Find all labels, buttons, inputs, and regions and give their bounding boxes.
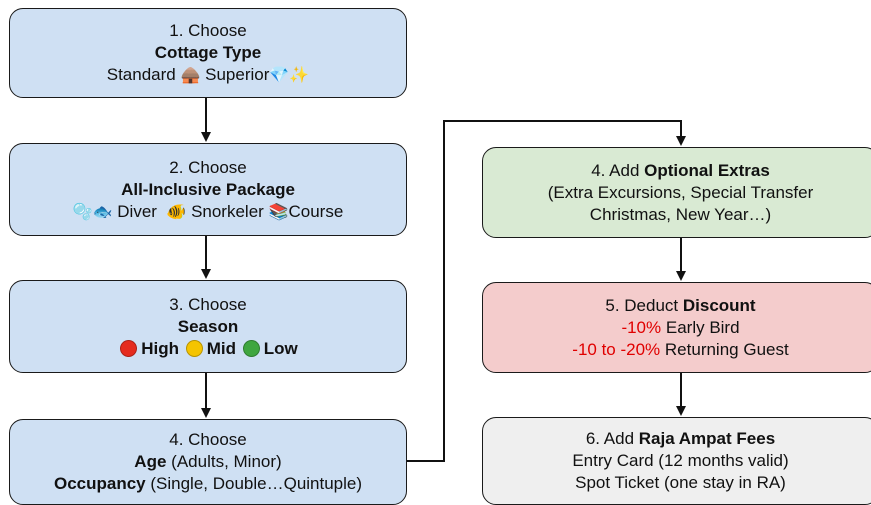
step3-season-box: 3. Choose Season High Mid Low (9, 280, 407, 373)
red-circle-icon (120, 339, 138, 357)
early-bird-percent: -10% (621, 317, 662, 337)
option-superior: Superior (205, 65, 270, 84)
step3-title: Season (177, 316, 239, 336)
step2-options: 🫧🐟 Diver 🐠 Snorkeler 📚Course (73, 201, 344, 223)
option-diver: Diver (117, 201, 157, 221)
occupancy-label: Occupancy (53, 474, 146, 493)
fees-line3: Spot Ticket (one stay in RA) (575, 473, 786, 492)
step3-heading: 3. Choose (169, 294, 247, 314)
season-mid: Mid (206, 338, 237, 358)
returning-guest-percent: -10 to -20% (572, 339, 661, 359)
step4-age-occupancy-box: 4. Choose Age (Adults, Minor) Occupancy … (9, 419, 407, 505)
occupancy-options: (Single, Double…Quintuple) (150, 474, 363, 493)
fees-line2: Entry Card (12 months valid) (572, 451, 789, 470)
diamond-sparkles-icon: 💎✨ (269, 65, 310, 84)
discount-heading: 5. Deduct (605, 295, 679, 315)
step4-heading: 4. Choose (169, 430, 247, 449)
step2-title: All-Inclusive Package (121, 179, 295, 199)
discount-title: Discount (682, 295, 756, 315)
fees-title: Raja Ampat Fees (638, 429, 776, 448)
extras-heading: 4. Add (591, 160, 640, 180)
option-snorkeler: Snorkeler (191, 201, 264, 221)
season-low: Low (263, 338, 298, 358)
extras-title: Optional Extras (644, 160, 770, 180)
tropical-fish-icon: 🐠 (166, 201, 187, 221)
step1-title: Cottage Type (154, 43, 262, 62)
season-high: High (141, 338, 180, 358)
yellow-circle-icon (185, 339, 203, 357)
extras-line2: (Extra Excursions, Special Transfer (547, 182, 814, 202)
returning-guest-label: Returning Guest (664, 339, 789, 359)
step2-package-box: 2. Choose All-Inclusive Package 🫧🐟 Diver… (9, 143, 407, 236)
step2-heading: 2. Choose (169, 157, 247, 177)
step1-options: Standard 🛖 Superior💎✨ (107, 64, 310, 86)
hut-icon: 🛖 (180, 65, 201, 84)
step3-options: High Mid Low (118, 338, 298, 360)
optional-extras-box: 4. Add Optional Extras (Extra Excursions… (482, 147, 871, 238)
discount-box: 5. Deduct Discount -10% Early Bird -10 t… (482, 282, 871, 373)
books-icon: 📚 (268, 201, 289, 221)
raja-ampat-fees-box: 6. Add Raja Ampat Fees Entry Card (12 mo… (482, 417, 871, 505)
age-options: (Adults, Minor) (171, 452, 282, 471)
option-course: Course (288, 201, 344, 221)
early-bird-label: Early Bird (665, 317, 740, 337)
age-label: Age (134, 452, 167, 471)
green-circle-icon (242, 339, 260, 357)
step1-heading: 1. Choose (169, 21, 247, 40)
step1-cottage-type-box: 1. Choose Cottage Type Standard 🛖 Superi… (9, 8, 407, 98)
arrow-step4-to-extras (405, 120, 686, 462)
extras-line3: Christmas, New Year…) (589, 204, 772, 224)
bubbles-fish-icon: 🫧🐟 (72, 201, 113, 221)
fees-heading: 6. Add (585, 429, 635, 448)
option-standard: Standard (106, 65, 176, 84)
